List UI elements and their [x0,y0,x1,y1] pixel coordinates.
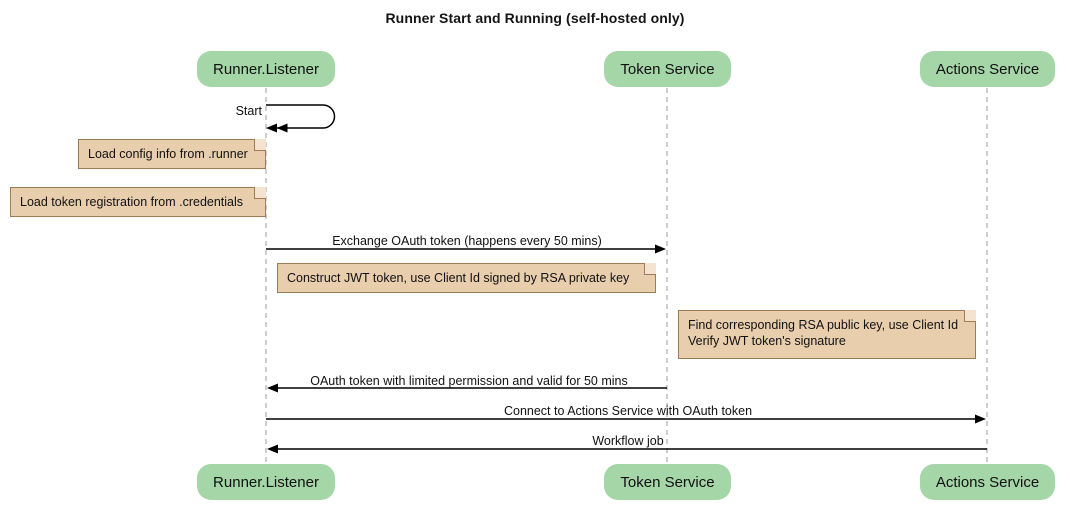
arrowhead-oauth-token-response [267,383,278,393]
participant-foot-runner[interactable]: Runner.Listener [197,464,335,500]
arrowhead-connect-to-actions-service [975,414,986,424]
note-load-config-info: Load config info from .runner [78,139,266,169]
participant-foot-actions[interactable]: Actions Service [920,464,1055,500]
note-text: Construct JWT token, use Client Id signe… [287,271,630,285]
message-label-exchange-oauth-token: Exchange OAuth token (happens every 50 m… [332,234,602,248]
note-text: Find corresponding RSA public key, use C… [688,318,959,348]
arrowhead-workflow-job [267,444,278,454]
participant-label: Runner.Listener [213,473,319,491]
note-fold-corner-icon [254,139,266,151]
messages-group [266,104,987,454]
note-load-token-registration: Load token registration from .credential… [10,187,266,217]
participant-head-actions[interactable]: Actions Service [920,51,1055,87]
arrowhead-start [266,123,277,133]
message-label-workflow-job: Workflow job [592,434,664,448]
participant-label: Token Service [620,473,715,491]
note-fold-corner-icon [254,187,266,199]
note-text: Load config info from .runner [88,147,248,161]
message-label-oauth-token-response: OAuth token with limited permission and … [310,374,628,388]
note-fold-corner-icon [964,310,976,322]
participant-foot-token[interactable]: Token Service [604,464,731,500]
note-construct-jwt-token: Construct JWT token, use Client Id signe… [277,263,656,293]
participant-head-token[interactable]: Token Service [604,51,731,87]
message-start [266,104,336,133]
page-title: Runner Start and Running (self-hosted on… [385,10,685,26]
arrowhead-exchange-oauth-token [655,244,666,254]
note-text: Load token registration from .credential… [20,195,244,209]
note-fold-corner-icon [644,263,656,275]
participant-label: Runner.Listener [213,60,319,78]
participant-label: Actions Service [935,473,1040,491]
message-label-connect-to-actions-service: Connect to Actions Service with OAuth to… [503,404,753,418]
participant-label: Actions Service [935,60,1040,78]
participant-head-runner[interactable]: Runner.Listener [197,51,335,87]
message-label-start: Start [235,104,262,118]
participant-label: Token Service [620,60,715,78]
note-verify-jwt-signature: Find corresponding RSA public key, use C… [678,310,976,359]
